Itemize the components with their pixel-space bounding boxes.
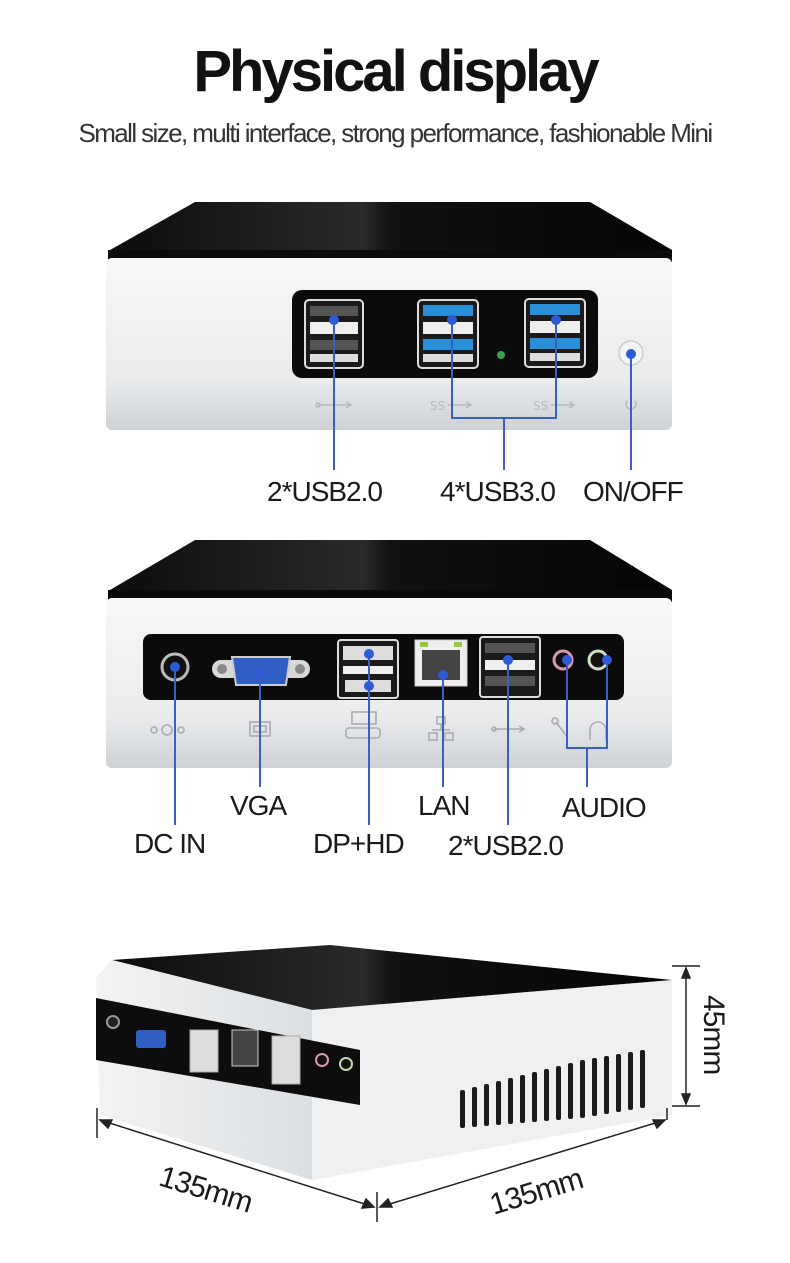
- label-power: ON/OFF: [583, 476, 684, 507]
- svg-text:SS: SS: [533, 399, 548, 413]
- superspeed-usb-icon: SS: [533, 399, 576, 413]
- ventilation-grille: [460, 1050, 645, 1128]
- dimension-lines: [96, 965, 700, 1222]
- vga-port: [212, 656, 310, 686]
- dimension-height: 45mm: [697, 995, 730, 1075]
- front-callout-lines: [333, 320, 632, 470]
- device-side-panel: [312, 980, 672, 1180]
- svg-text:SS: SS: [430, 399, 445, 413]
- label-vga: VGA: [230, 790, 287, 821]
- device-top-lid: [110, 202, 672, 250]
- device-top-lid: [110, 540, 672, 590]
- label-usb2-front: 2*USB2.0: [267, 476, 383, 507]
- label-lan: LAN: [418, 790, 470, 821]
- network-icon: [428, 716, 454, 741]
- rear-printed-icons: [150, 711, 607, 741]
- label-usb2-rear: 2*USB2.0: [448, 830, 564, 861]
- front-device: SS SS: [106, 202, 672, 470]
- usb3-port-stack: [417, 299, 479, 369]
- headphone-icon: [589, 721, 607, 740]
- perspective-device: [96, 945, 700, 1222]
- rear-callout-dots: [170, 649, 612, 691]
- label-usb3: 4*USB3.0: [440, 476, 556, 507]
- front-callout-dots: [329, 315, 636, 359]
- label-audio: AUDIO: [562, 792, 647, 823]
- page-subtitle: Small size, multi interface, strong perf…: [78, 118, 714, 148]
- dc-power-icon: [150, 724, 185, 736]
- device-top-lid: [112, 945, 672, 1010]
- label-dp-hd: DP+HD: [313, 828, 405, 859]
- usb2-port-stack: [479, 636, 541, 698]
- page-title: Physical display: [193, 39, 599, 104]
- superspeed-usb-icon: SS: [430, 399, 473, 413]
- status-led: [497, 351, 505, 359]
- label-dc-in: DC IN: [134, 828, 206, 859]
- rear-device: [106, 540, 672, 825]
- displayport-hdmi-icon: [345, 711, 381, 739]
